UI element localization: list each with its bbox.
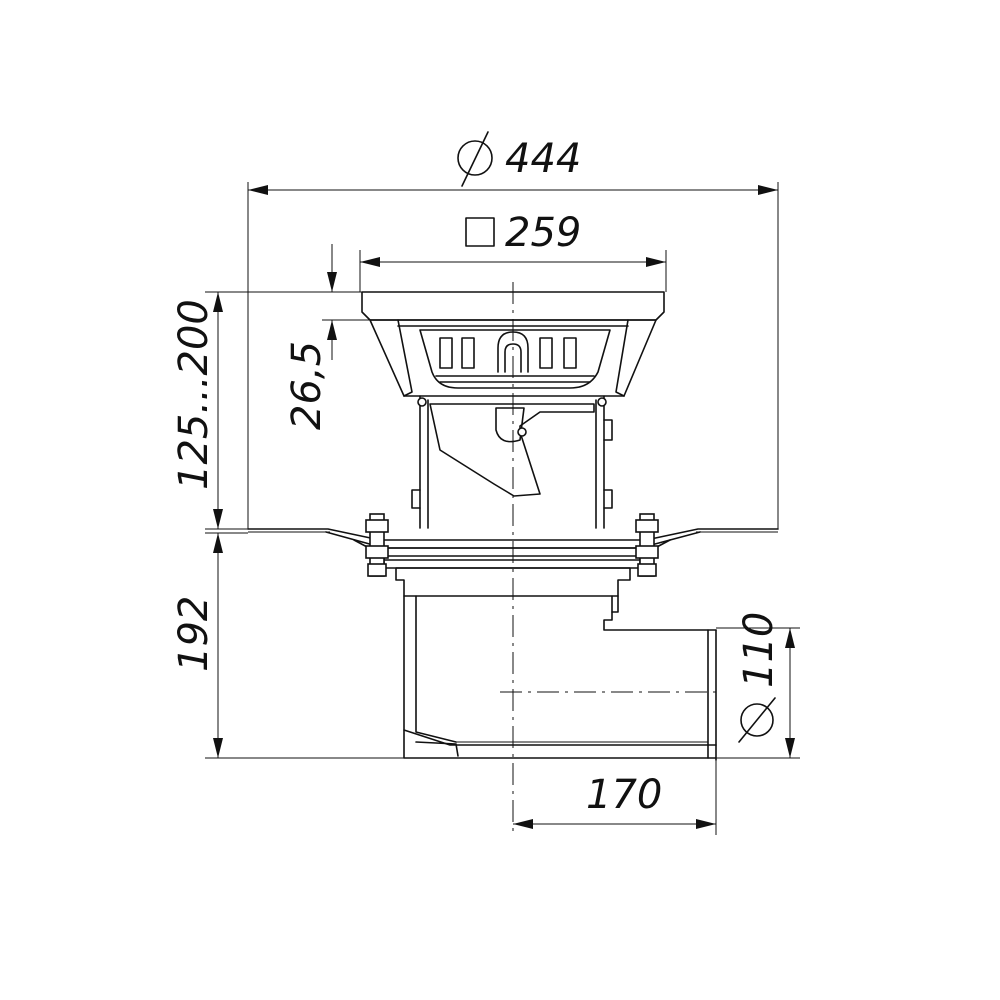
diameter-symbol-icon: [457, 131, 493, 187]
dimension-flange-diameter: 444: [247, 131, 779, 529]
flange-assembly: [247, 513, 779, 577]
dimension-value-outlet-diameter: 110: [736, 612, 782, 688]
dimension-outlet-diameter: 110: [716, 612, 800, 759]
upper-body: [411, 395, 613, 529]
square-symbol-icon: [465, 217, 495, 247]
dimension-value-lower-height: 192: [171, 596, 217, 672]
leaf-basket: [419, 329, 611, 389]
dimension-grate-height: 26,5: [284, 244, 370, 430]
diameter-symbol-icon: [738, 697, 776, 743]
dimension-value-outlet-offset: 170: [586, 772, 662, 818]
drain-funnel: [361, 291, 665, 397]
funnel-wall-left: [369, 319, 413, 397]
dimension-value-grate-square: 259: [505, 210, 581, 256]
dimension-grate-square: 259: [359, 210, 667, 292]
dimension-value-upper-height: 125...200: [171, 299, 217, 490]
dimension-lower-height: 192: [171, 532, 404, 759]
lower-elbow: [395, 567, 717, 761]
dimension-value-grate-height: 26,5: [284, 341, 330, 430]
dimension-value-flange-diameter: 444: [505, 136, 581, 182]
dimension-upper-height: 125...200: [171, 291, 362, 530]
funnel-wall-right: [615, 319, 657, 397]
odor-flap: [429, 403, 595, 497]
dimension-outlet-offset: 170: [513, 760, 717, 835]
center-lines: [500, 282, 722, 835]
